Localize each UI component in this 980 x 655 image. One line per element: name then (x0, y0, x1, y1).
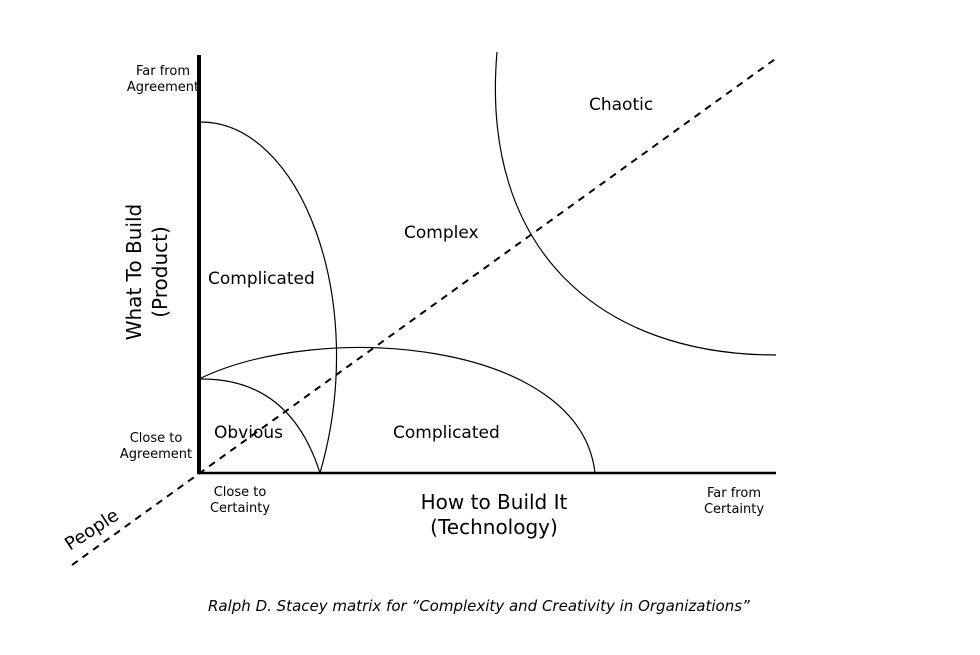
y-axis-top-label: Far from Agreement (126, 64, 200, 96)
x-axis-right-label: Far from Certainty (703, 486, 765, 518)
complicated-upper-boundary (198, 121, 338, 474)
region-obvious-label: Obvious (214, 423, 283, 443)
region-complex-label: Complex (404, 223, 479, 243)
obvious-boundary (198, 378, 321, 474)
y-axis-bottom-label: Close to Agreement (119, 431, 193, 463)
x-axis-title: How to Build It (Technology) (394, 490, 594, 540)
people-diagonal-line (71, 56, 779, 566)
chaotic-boundary (494, 51, 777, 356)
region-complicated-upper-label: Complicated (208, 269, 315, 289)
region-complicated-lower-label: Complicated (393, 423, 500, 443)
figure-caption: Ralph D. Stacey matrix for “Complexity a… (208, 597, 750, 615)
region-chaotic-label: Chaotic (589, 95, 654, 115)
y-axis-title-line2: (Product) (148, 226, 172, 318)
y-axis-title-line1: What To Build (122, 203, 146, 341)
x-axis-title-line2: (Technology) (430, 515, 558, 539)
x-axis-title-line1: How to Build It (420, 490, 568, 514)
complicated-lower-boundary (198, 346, 596, 474)
y-axis-title: What To Build (Product) (121, 204, 173, 341)
x-axis-left-label: Close to Certainty (209, 485, 271, 517)
